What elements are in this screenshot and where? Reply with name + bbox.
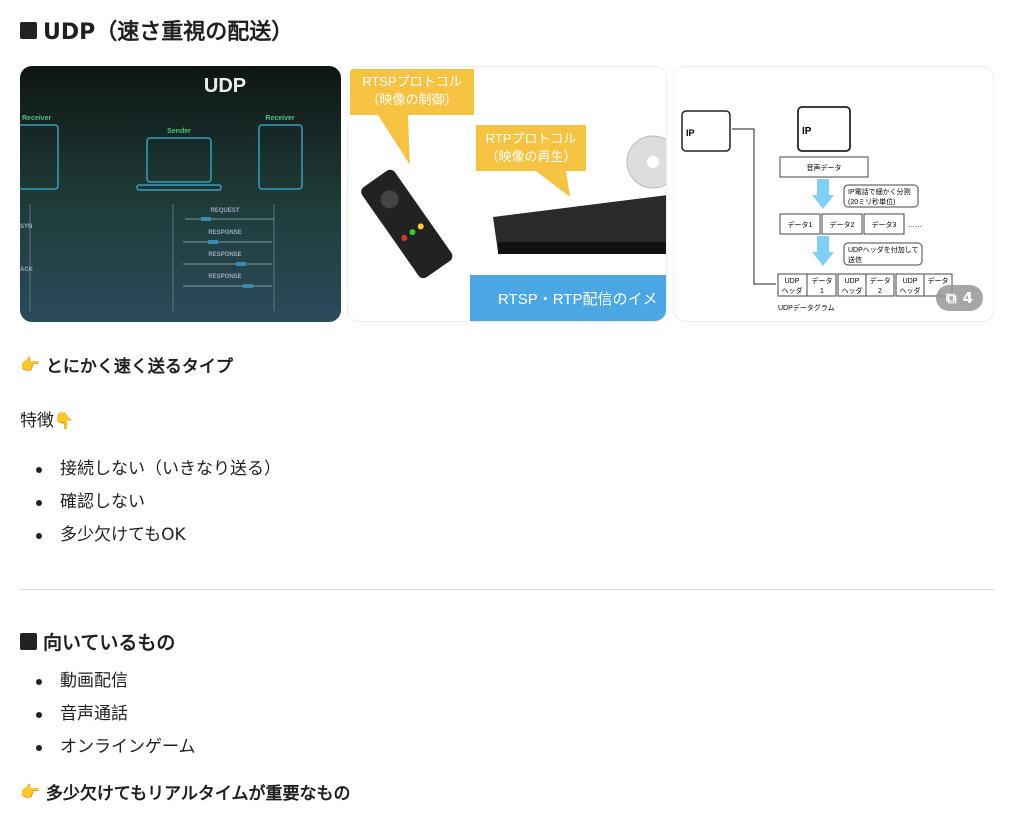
suitable-list: 動画配信 音声通話 オンラインゲーム xyxy=(20,665,196,764)
rtsp-rtp-illustration: RTSPプロトコル （映像の制御） RTPプロトコル （映像の再生） RTSP・… xyxy=(350,69,666,321)
gallery-image-rtsp-rtp[interactable]: RTSPプロトコル （映像の制御） RTPプロトコル （映像の再生） RTSP・… xyxy=(347,66,667,322)
svg-text:RTSP・RTP配信のイメ: RTSP・RTP配信のイメ xyxy=(498,291,657,308)
svg-text:データ1: データ1 xyxy=(788,220,813,229)
divider xyxy=(20,589,994,590)
svg-text:データ: データ xyxy=(928,276,949,285)
gallery-icon: ⧉ xyxy=(945,289,957,307)
svg-text:音声データ: 音声データ xyxy=(807,163,842,172)
list-item: 音声通話 xyxy=(20,698,196,731)
features-label-text: 特徴 xyxy=(20,411,54,431)
tagline-text: 多少欠けてもリアルタイムが重要なもの xyxy=(45,784,351,804)
svg-text:1: 1 xyxy=(820,288,824,295)
section-heading-suitable: 向いているもの xyxy=(20,628,175,655)
svg-text:UDP: UDP xyxy=(903,278,918,285)
section-heading-udp: UDP（速さ重視の配送） xyxy=(20,14,293,46)
svg-text:Receiver: Receiver xyxy=(22,115,51,122)
svg-text:(20ミリ秒単位): (20ミリ秒単位) xyxy=(848,197,895,206)
svg-text:REQUEST: REQUEST xyxy=(210,208,239,214)
heading-text: 向いているもの xyxy=(43,632,176,654)
svg-text:ヘッダ: ヘッダ xyxy=(842,286,863,295)
more-images-badge[interactable]: ⧉4 xyxy=(935,285,983,311)
svg-text:Sender: Sender xyxy=(167,128,191,135)
svg-text:（映像の再生）: （映像の再生） xyxy=(485,149,576,164)
svg-text:UDP: UDP xyxy=(845,278,860,285)
pointing-right-icon: 👉 xyxy=(20,355,40,374)
svg-text:RESPONSE: RESPONSE xyxy=(208,274,241,280)
svg-text:ACK: ACK xyxy=(20,267,34,273)
tagline-fast: 👉 とにかく速く送るタイプ xyxy=(20,352,233,377)
list-item: 動画配信 xyxy=(20,665,196,698)
svg-text:RESPONSE: RESPONSE xyxy=(208,230,241,236)
more-count: 4 xyxy=(962,289,973,307)
svg-text:UDPヘッダを付加して: UDPヘッダを付加して xyxy=(848,245,919,254)
svg-text:ヘッダ: ヘッダ xyxy=(900,286,921,295)
gallery-image-udp-diagram[interactable]: UDP Receiver Sender Receiver SYN ACK REQ… xyxy=(20,66,341,322)
svg-text:ヘッダ: ヘッダ xyxy=(782,286,803,295)
features-list: 接続しない（いきなり送る） 確認しない 多少欠けてもOK xyxy=(20,453,281,552)
features-label: 特徴👇 xyxy=(20,406,74,431)
square-bullet-icon xyxy=(20,633,37,650)
pointing-right-icon: 👉 xyxy=(20,782,40,801)
svg-text:Receiver: Receiver xyxy=(265,115,294,122)
svg-text:RTPプロトコル: RTPプロトコル xyxy=(486,131,577,146)
udp-voice-diagram: IP IP 音声データ IP電話で細かく分割(20ミリ秒単位) データ1 データ… xyxy=(681,106,953,312)
tagline-realtime: 👉 多少欠けてもリアルタイムが重要なもの xyxy=(20,779,351,804)
square-bullet-icon xyxy=(20,21,37,39)
svg-text:データ3: データ3 xyxy=(872,220,897,229)
svg-text:データ: データ xyxy=(812,276,833,285)
svg-text:IP電話で細かく分割: IP電話で細かく分割 xyxy=(848,187,911,196)
svg-text:送信: 送信 xyxy=(848,255,862,264)
list-item: 確認しない xyxy=(20,486,281,519)
list-item: 接続しない（いきなり送る） xyxy=(20,453,281,486)
svg-text:UDP: UDP xyxy=(785,278,800,285)
pointing-down-icon: 👇 xyxy=(54,411,74,430)
svg-text:IP: IP xyxy=(802,126,812,137)
list-item: 多少欠けてもOK xyxy=(20,519,281,552)
udp-diagram: UDP Receiver Sender Receiver SYN ACK REQ… xyxy=(20,75,303,311)
heading-text: UDP（速さ重視の配送） xyxy=(43,20,294,45)
svg-text:UDP: UDP xyxy=(204,75,246,97)
tagline-text: とにかく速く送るタイプ xyxy=(45,357,233,377)
svg-text:UDPデータグラム: UDPデータグラム xyxy=(778,303,835,312)
list-item: オンラインゲーム xyxy=(20,731,196,764)
svg-text:RTSPプロトコル: RTSPプロトコル xyxy=(362,74,461,89)
svg-text:データ: データ xyxy=(870,276,891,285)
svg-text:2: 2 xyxy=(878,288,882,295)
svg-text:（映像の制御）: （映像の制御） xyxy=(366,92,457,107)
svg-text:……: …… xyxy=(908,222,922,229)
svg-text:SYN: SYN xyxy=(20,224,32,230)
svg-text:RESPONSE: RESPONSE xyxy=(208,252,241,258)
gallery-image-udp-voice[interactable]: IP IP 音声データ IP電話で細かく分割(20ミリ秒単位) データ1 データ… xyxy=(673,66,994,322)
svg-text:IP: IP xyxy=(686,128,695,138)
svg-text:データ2: データ2 xyxy=(830,220,855,229)
